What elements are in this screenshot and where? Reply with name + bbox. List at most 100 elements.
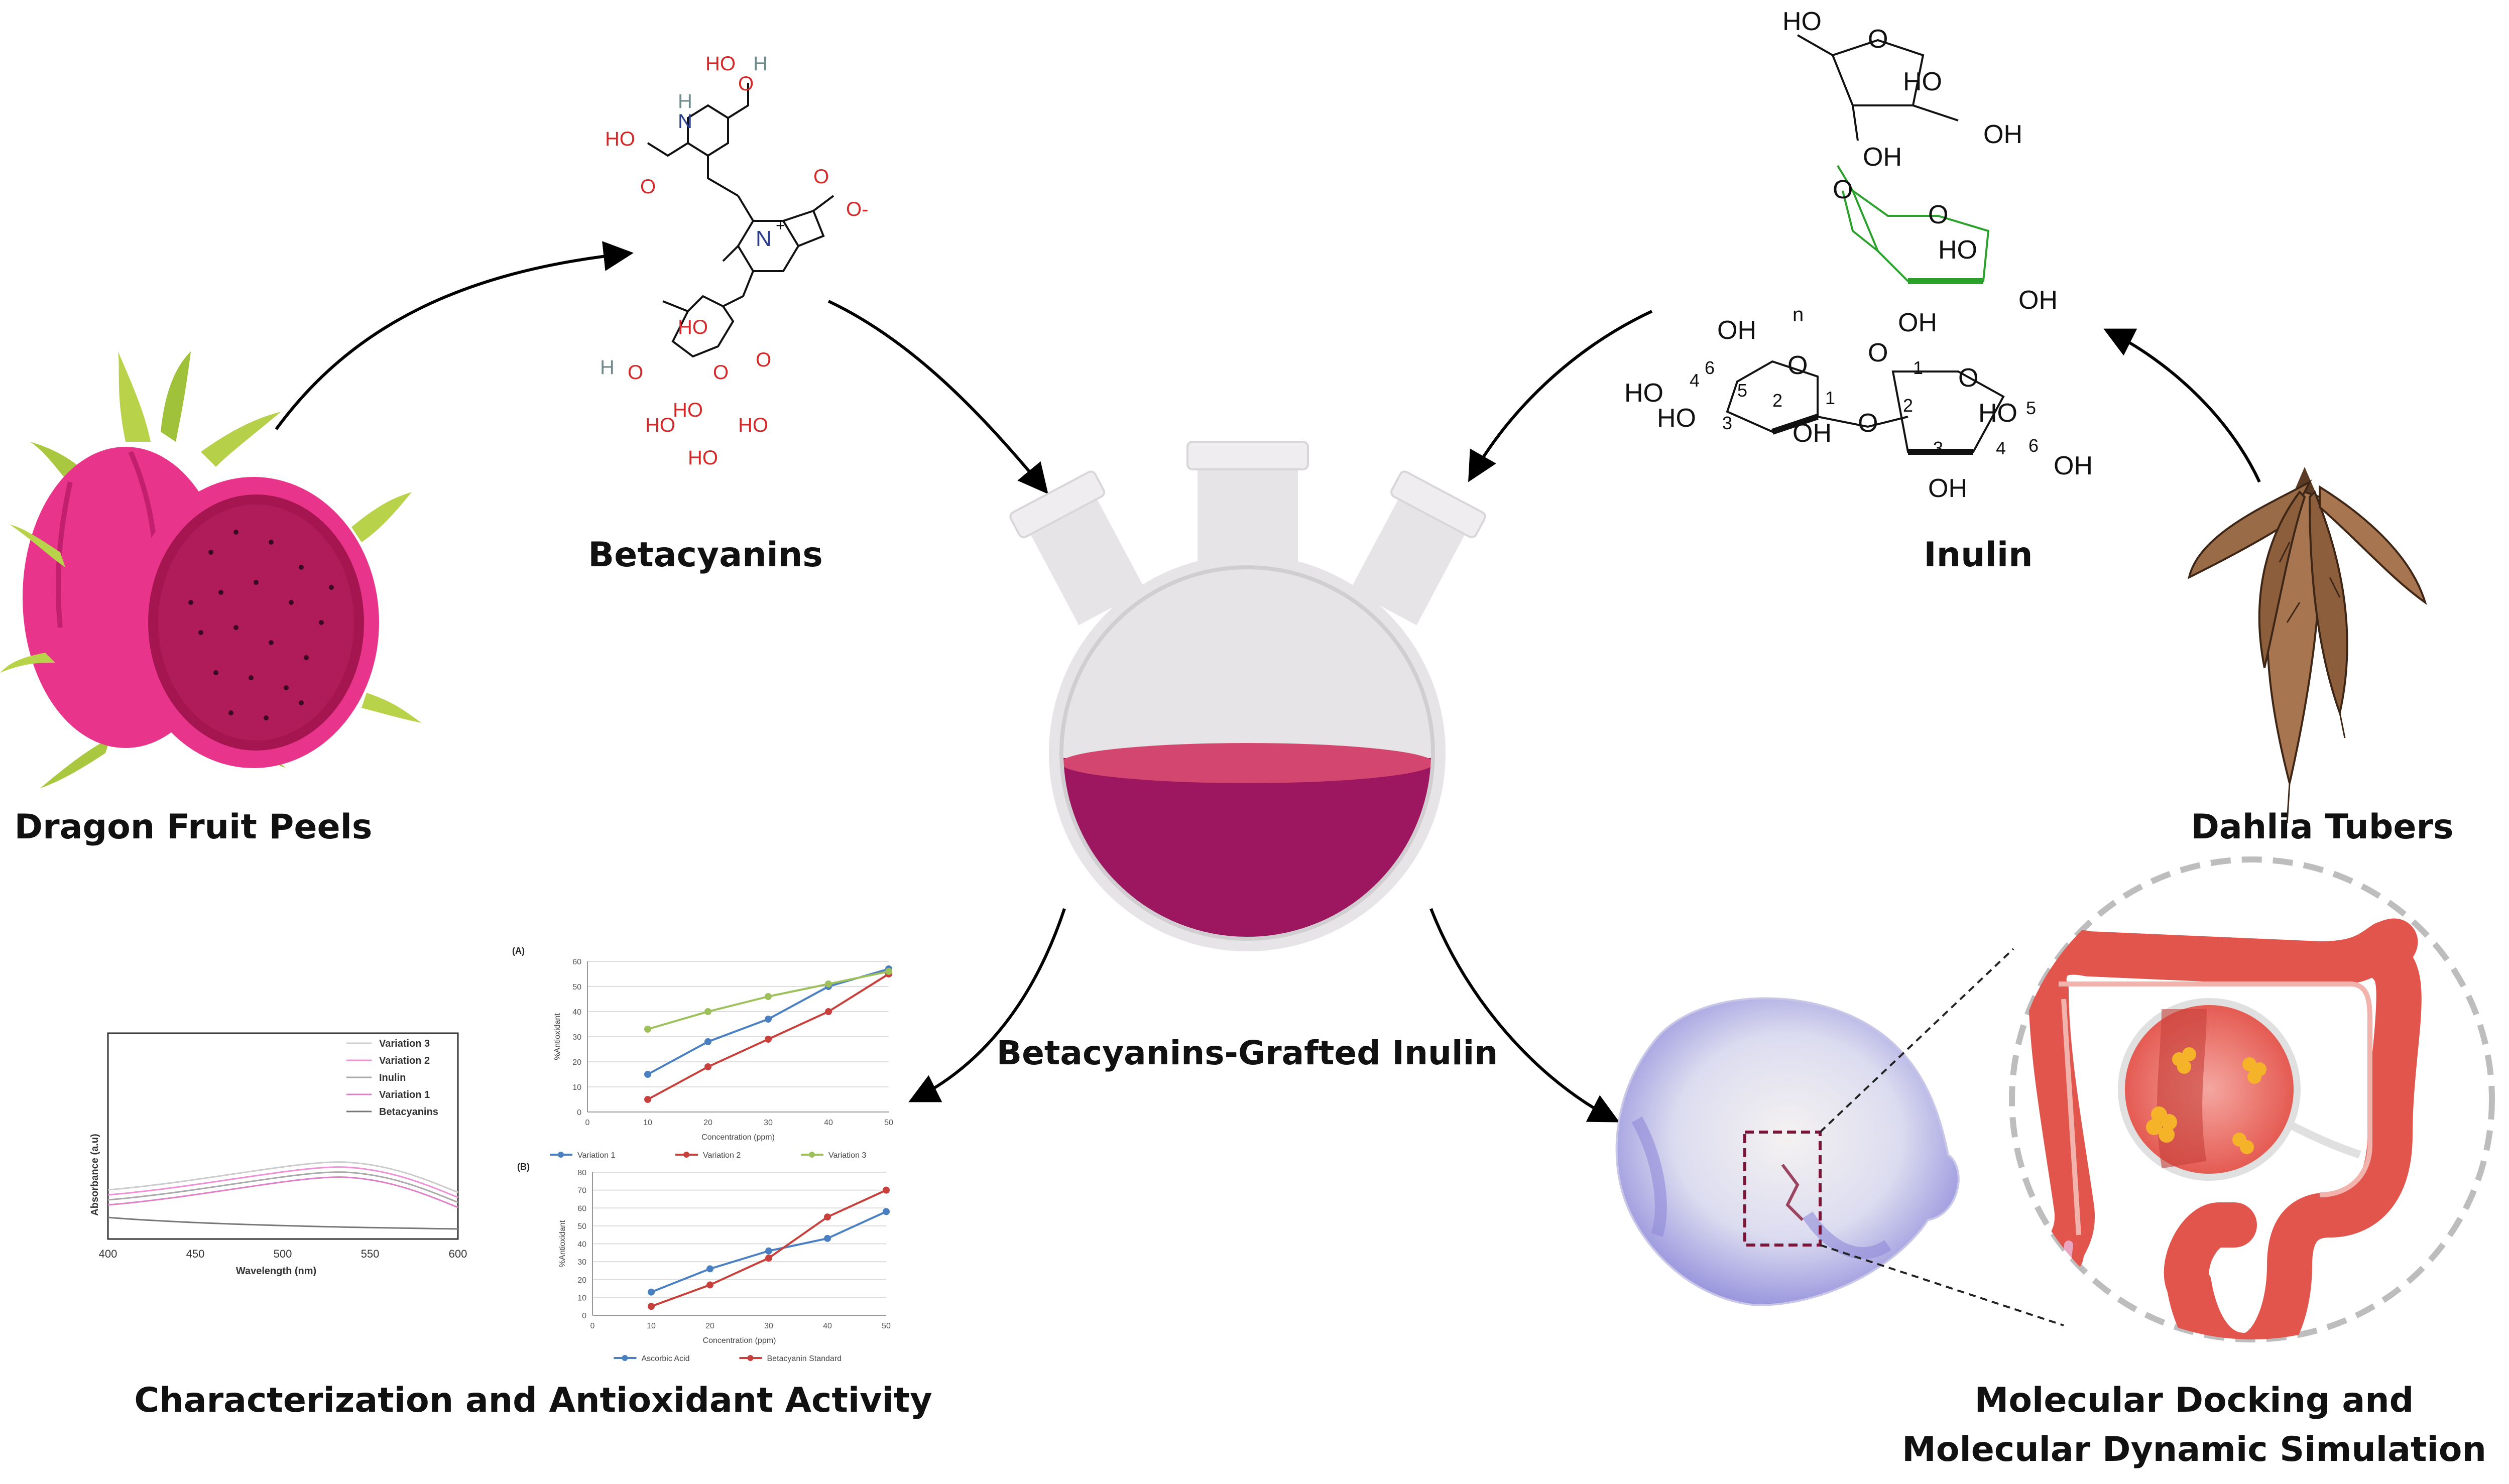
data-point bbox=[648, 1303, 655, 1310]
data-point bbox=[824, 1213, 831, 1221]
data-point bbox=[706, 1265, 713, 1273]
arrow-betacyanins-to-flask bbox=[827, 300, 1048, 494]
data-point bbox=[704, 1063, 711, 1070]
three-neck-flask bbox=[1009, 441, 1486, 951]
arrow-flask-to-docking bbox=[1429, 908, 1620, 1123]
svg-text:O: O bbox=[1868, 25, 1888, 54]
svg-text:Betacyanins: Betacyanins bbox=[379, 1106, 438, 1118]
svg-text:H: H bbox=[678, 90, 692, 112]
y-tick-label: 60 bbox=[572, 958, 581, 966]
svg-text:Inulin: Inulin bbox=[379, 1072, 406, 1083]
svg-text:OH: OH bbox=[1983, 120, 2022, 149]
svg-text:HO: HO bbox=[1938, 235, 1977, 265]
bacteria-clusters bbox=[2146, 1047, 2266, 1154]
svg-text:5: 5 bbox=[2026, 398, 2036, 418]
svg-text:O: O bbox=[1858, 409, 1878, 438]
label-dahlia-tubers: Dahlia Tubers bbox=[2191, 807, 2453, 847]
x-axis-label: Concentration (ppm) bbox=[701, 1133, 775, 1142]
uv-vis-spectrum: Absorbance (a.u) Wavelength (nm) 400 450… bbox=[89, 1032, 467, 1277]
spectrum-legend: Variation 3 Variation 2 Inulin Variation… bbox=[346, 1038, 438, 1118]
svg-text:HO: HO bbox=[1782, 7, 1822, 36]
y-tick-label: 50 bbox=[572, 983, 581, 992]
legend-marker bbox=[558, 1152, 564, 1158]
svg-text:1: 1 bbox=[1913, 357, 1923, 378]
data-point bbox=[644, 1026, 651, 1033]
legend-label: Variation 3 bbox=[828, 1151, 866, 1160]
legend-label: Variation 2 bbox=[703, 1151, 741, 1160]
svg-text:HO: HO bbox=[678, 316, 708, 338]
svg-text:H: H bbox=[600, 356, 615, 379]
svg-text:OH: OH bbox=[1928, 474, 1967, 503]
svg-text:3: 3 bbox=[1722, 413, 1732, 433]
svg-text:6: 6 bbox=[1705, 357, 1715, 378]
y-tick-label: 10 bbox=[577, 1294, 586, 1302]
svg-text:3: 3 bbox=[1933, 438, 1943, 458]
data-point bbox=[765, 1255, 772, 1262]
svg-text:HO: HO bbox=[688, 447, 718, 469]
svg-text:4: 4 bbox=[1690, 370, 1700, 391]
svg-text:HO: HO bbox=[705, 53, 736, 75]
data-point bbox=[704, 1008, 711, 1015]
label-docking-line-1: Molecular Docking and bbox=[1975, 1381, 2414, 1420]
y-tick-label: 20 bbox=[572, 1058, 581, 1067]
arrow-dahlia-to-inulin bbox=[2103, 328, 2261, 483]
svg-text:O: O bbox=[1868, 338, 1888, 367]
svg-text:400: 400 bbox=[99, 1248, 117, 1260]
svg-text:Variation 1: Variation 1 bbox=[379, 1089, 430, 1100]
svg-text:O: O bbox=[713, 361, 729, 384]
x-tick-label: 0 bbox=[585, 1119, 590, 1127]
x-tick-label: 20 bbox=[703, 1119, 712, 1127]
svg-text:HO: HO bbox=[673, 399, 703, 421]
x-tick-label: 50 bbox=[882, 1322, 891, 1330]
chart-title: (B) bbox=[517, 1162, 530, 1172]
svg-text:OH: OH bbox=[1898, 308, 1937, 337]
svg-text:4: 4 bbox=[1996, 438, 2006, 458]
label-betacyanins: Betacyanins bbox=[588, 535, 822, 575]
label-characterization: Characterization and Antioxidant Activit… bbox=[134, 1381, 932, 1420]
zoom-lines bbox=[1819, 948, 2064, 1326]
y-tick-label: 60 bbox=[577, 1204, 586, 1213]
arrow-inulin-to-flask bbox=[1468, 310, 1653, 482]
legend-marker bbox=[683, 1152, 689, 1158]
x-tick-label: 50 bbox=[884, 1119, 893, 1127]
label-dragon-fruit-peels: Dragon Fruit Peels bbox=[15, 807, 373, 847]
label-inulin: Inulin bbox=[1924, 535, 2033, 575]
svg-text:HO: HO bbox=[605, 128, 635, 150]
svg-text:450: 450 bbox=[186, 1248, 205, 1260]
process-arrows bbox=[275, 241, 2261, 1123]
label-docking-line-2: Molecular Dynamic Simulation bbox=[1902, 1430, 2486, 1469]
data-point bbox=[644, 1096, 651, 1103]
data-point bbox=[765, 1016, 772, 1023]
betacyanin-atoms: HO H O N H HO O N + O O- HO O H O HO HO … bbox=[600, 53, 868, 469]
spectrum-xlabel: Wavelength (nm) bbox=[236, 1266, 316, 1277]
legend-marker bbox=[747, 1355, 754, 1361]
y-tick-label: 0 bbox=[582, 1312, 586, 1320]
svg-text:OH: OH bbox=[1717, 316, 1756, 345]
flask-liquid-surface bbox=[1061, 743, 1433, 783]
data-point bbox=[885, 968, 892, 975]
svg-text:HO: HO bbox=[1657, 404, 1696, 433]
dragon-fruit-seeds bbox=[188, 530, 334, 720]
y-tick-label: 20 bbox=[577, 1276, 586, 1285]
x-axis-label: Concentration (ppm) bbox=[703, 1336, 776, 1345]
svg-text:+: + bbox=[776, 216, 785, 234]
spectrum-line-variation-3 bbox=[107, 1161, 458, 1193]
data-point bbox=[704, 1038, 711, 1045]
inulin-structure bbox=[1726, 34, 2005, 455]
docking-site-box bbox=[1743, 1131, 1822, 1247]
y-tick-label: 30 bbox=[572, 1033, 581, 1042]
legend-marker bbox=[809, 1152, 815, 1158]
legend-label: Betacyanin Standard bbox=[767, 1354, 842, 1363]
svg-text:O: O bbox=[738, 73, 754, 95]
label-betacyanins-grafted-inulin: Betacyanins-Grafted Inulin bbox=[997, 1034, 1498, 1072]
svg-text:O: O bbox=[1928, 200, 1948, 229]
svg-text:O: O bbox=[1833, 175, 1853, 204]
svg-text:HO: HO bbox=[645, 414, 675, 436]
y-tick-label: 40 bbox=[572, 1008, 581, 1017]
svg-text:OH: OH bbox=[1863, 143, 1902, 172]
y-axis-label: %Antioxidant bbox=[553, 1013, 562, 1060]
y-tick-label: 80 bbox=[577, 1169, 586, 1177]
